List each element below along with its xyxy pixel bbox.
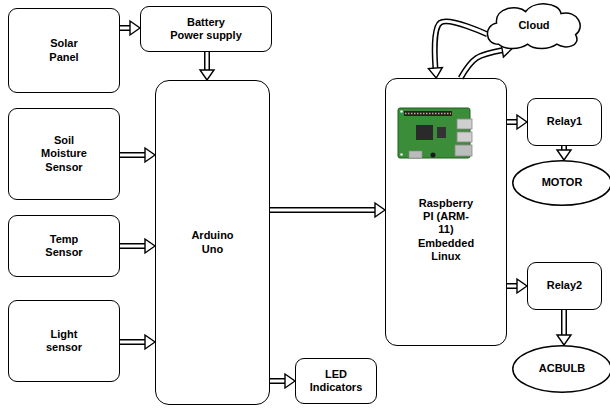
node-label: LED Indicators xyxy=(306,368,366,394)
node-label: Temp Sensor xyxy=(42,233,87,259)
arrow-shaft-fill xyxy=(270,209,385,212)
ethernet-port xyxy=(455,145,472,156)
arrow-head xyxy=(145,239,155,253)
hollow-arrow xyxy=(507,279,527,293)
ellipse-shape xyxy=(513,161,610,206)
hollow-arrow xyxy=(557,146,571,160)
arrow-head xyxy=(145,335,155,349)
usb-port xyxy=(457,119,472,129)
audio-jack xyxy=(431,153,436,158)
gpio-pins xyxy=(405,113,451,115)
gpio-header xyxy=(404,111,452,116)
hollow-arrow xyxy=(120,239,155,253)
cloud-shape xyxy=(487,4,580,49)
arrow-head xyxy=(517,115,527,129)
node-label: Relay1 xyxy=(535,115,595,128)
hollow-arrow xyxy=(120,148,155,162)
node-label: Light sensor xyxy=(42,328,87,354)
node-label: ACBULB xyxy=(527,362,597,375)
hollow-arrow xyxy=(507,115,527,129)
hollow-arrow xyxy=(428,21,487,78)
arrow-shaft-fill xyxy=(435,21,488,78)
cloud-node: Cloud xyxy=(482,2,586,50)
ellipse-shape xyxy=(513,346,610,392)
node-label: Soil Moisture Sensor xyxy=(34,134,94,174)
hollow-arrow xyxy=(461,43,513,78)
node-label: Raspberry PI (ARM-11) Embedded Linux xyxy=(417,197,475,263)
process-box: LED Indicators xyxy=(295,358,377,404)
arrow-head xyxy=(557,150,571,160)
process-box: Relay2 xyxy=(527,262,602,310)
process-box: Raspberry PI (ARM-11) Embedded Linux xyxy=(385,78,507,346)
arrow-head xyxy=(145,148,155,162)
arrow-shaft-outline xyxy=(435,21,488,78)
arrow-head xyxy=(428,67,442,78)
process-box: Temp Sensor xyxy=(8,215,120,277)
hdmi-port xyxy=(409,151,422,158)
arrow-shaft-outline xyxy=(270,207,385,213)
node-label: Relay2 xyxy=(535,279,595,292)
arrow-head xyxy=(130,21,140,35)
hollow-arrow xyxy=(200,52,214,80)
ram-chip xyxy=(437,127,446,138)
hollow-arrow xyxy=(120,21,140,35)
mounting-hole xyxy=(400,110,403,113)
process-box: Soil Moisture Sensor xyxy=(8,108,120,200)
ellipse-node: ACBULB xyxy=(512,345,610,393)
raspberry-pi-board xyxy=(398,108,472,158)
node-label: Battery Power supply xyxy=(170,16,243,42)
arrow-head xyxy=(517,279,527,293)
arrow-head xyxy=(375,203,385,217)
hollow-arrow xyxy=(557,310,571,345)
arrow-head xyxy=(200,70,214,80)
usb-port xyxy=(457,132,472,142)
hollow-arrow xyxy=(120,335,155,349)
process-box: Light sensor xyxy=(8,300,120,382)
ellipse-node: MOTOR xyxy=(512,160,610,206)
soc-chip xyxy=(416,125,433,140)
hollow-arrow xyxy=(270,203,385,217)
arrow-head xyxy=(557,335,571,345)
node-label: MOTOR xyxy=(527,176,597,189)
node-label: Solar Panel xyxy=(44,37,84,63)
node-label: Arduino Uno xyxy=(188,229,238,255)
hollow-arrow xyxy=(270,374,295,388)
mounting-hole xyxy=(400,153,403,156)
arrow-head xyxy=(285,374,295,388)
node-label: Cloud xyxy=(504,19,564,32)
process-box: Arduino Uno xyxy=(155,80,270,405)
process-box: Battery Power supply xyxy=(140,6,272,52)
process-box: Solar Panel xyxy=(8,8,120,93)
process-box: Relay1 xyxy=(527,98,602,146)
